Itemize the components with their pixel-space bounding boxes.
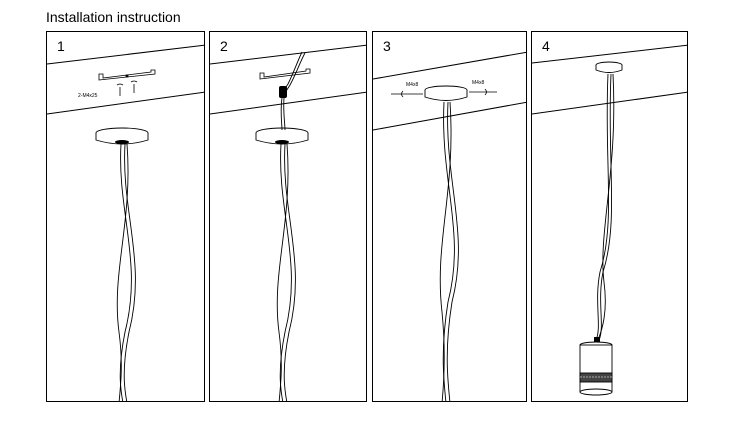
step-number: 2 [220,38,228,54]
mounting-bracket [259,68,311,80]
screw-label-right: M4x8 [472,80,485,86]
step-3-panel: 3 M4x8 M4x8 [372,31,527,402]
step-number: 3 [383,38,391,54]
page-title: Installation instruction [46,9,181,25]
screw-label: 2-M4x25 [78,93,98,99]
step-2-illustration [210,44,366,401]
step-3-illustration [373,51,526,401]
step-1-illustration [47,44,204,401]
screw-icon [391,88,497,98]
step-number: 1 [57,38,65,54]
step-number: 4 [542,38,550,54]
step-4-illustration [532,44,687,396]
screw-label-left: M4x8 [406,82,419,88]
step-2-panel: 2 [209,31,367,402]
step-1-panel: 1 2-M4x25 [46,31,205,402]
screw-icon [116,80,138,96]
wire-connector [279,86,287,98]
pendant-lamp [579,341,613,396]
step-4-panel: 4 [531,31,688,402]
